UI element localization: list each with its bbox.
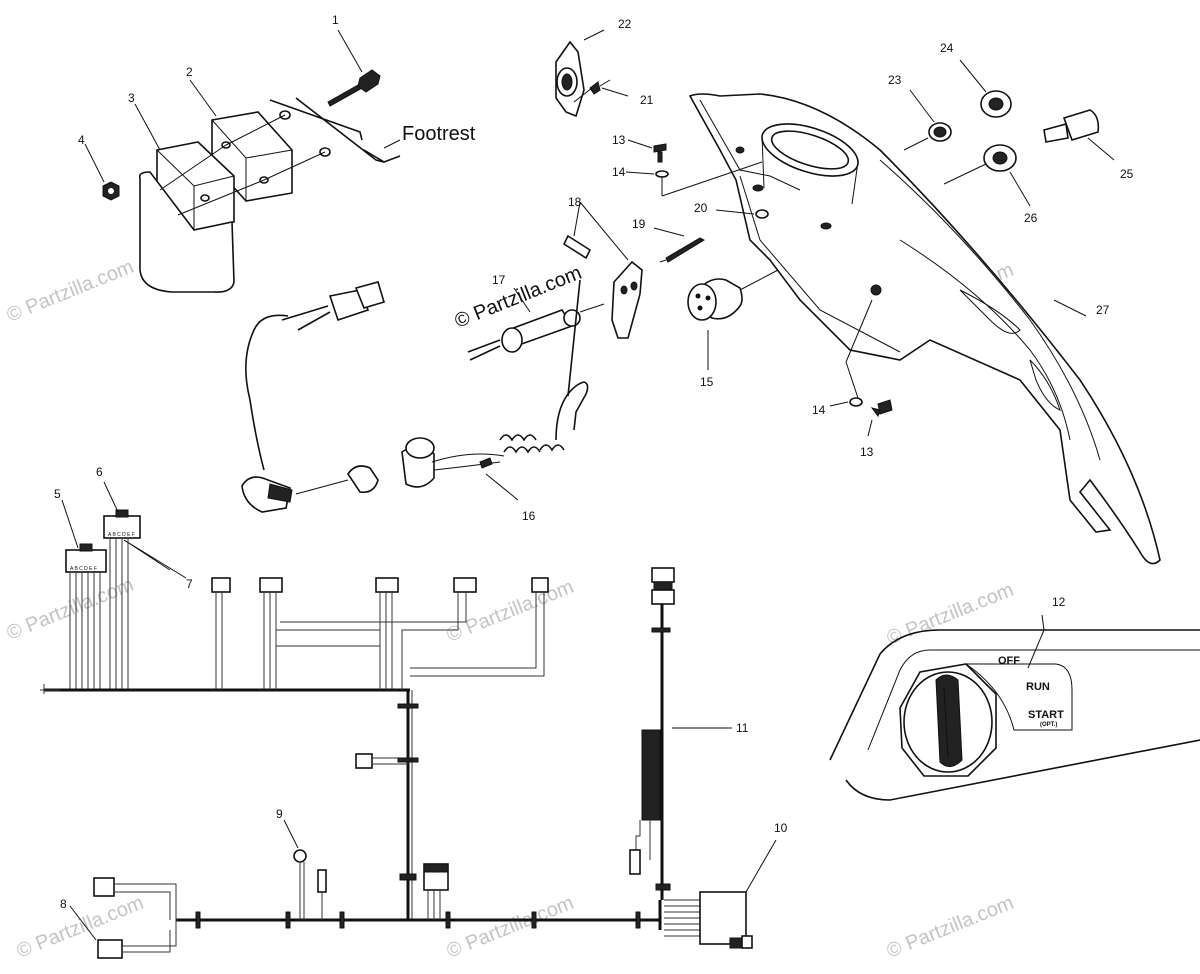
- callout-20: 20: [694, 201, 708, 215]
- callout-15: 15: [700, 375, 714, 389]
- callout-27: 27: [1096, 303, 1110, 317]
- callout-1: 1: [332, 13, 339, 27]
- callout-14-lower: 14: [812, 403, 826, 417]
- callout-19: 19: [632, 217, 646, 231]
- watermark: © Partzilla.com: [444, 892, 577, 963]
- callout-21: 21: [640, 93, 654, 107]
- footrest-assembly: [84, 29, 401, 293]
- callout-5: 5: [54, 487, 61, 501]
- callout-14-upper: 14: [612, 165, 626, 179]
- callout-6: 6: [96, 465, 103, 479]
- callout-16: 16: [522, 509, 536, 523]
- callout-11: 11: [736, 721, 749, 735]
- callout-10: 10: [774, 821, 788, 835]
- callout-3: 3: [128, 91, 135, 105]
- tether-clip: [562, 201, 643, 339]
- callout-4: 4: [78, 133, 85, 147]
- nut-26: [943, 144, 1031, 207]
- key-switch: [687, 269, 779, 370]
- callout-22: 22: [618, 17, 632, 31]
- watermark: © Partzilla.com: [884, 892, 1017, 963]
- watermarks-faint: © Partzilla.com © Partzilla.com © Partzi…: [4, 256, 1017, 963]
- switch-label-off: OFF: [998, 655, 1020, 667]
- screw-washer-lower: [829, 299, 893, 437]
- callout-24: 24: [940, 41, 954, 55]
- switch-detail: [829, 614, 1200, 801]
- footrest-label: Footrest: [402, 123, 476, 145]
- bracket-assembly: [555, 29, 629, 118]
- washer-20: [755, 209, 769, 219]
- connector-6-letters: A B C D E F: [108, 532, 135, 538]
- switch-plunger: [467, 287, 605, 361]
- callout-2: 2: [186, 65, 193, 79]
- callout-26: 26: [1024, 211, 1038, 225]
- callout-7: 7: [186, 577, 193, 591]
- watermark: © Partzilla.com: [4, 256, 137, 327]
- kill-switch-lanyard: [241, 279, 589, 513]
- switch-label-opt: (OPT.): [1040, 722, 1057, 728]
- wiring-harness: [40, 481, 777, 959]
- callout-9: 9: [276, 807, 283, 821]
- console-housing: [688, 93, 1161, 565]
- callout-18: 18: [568, 195, 582, 209]
- callout-8: 8: [60, 897, 67, 911]
- nut-23: [903, 89, 952, 151]
- lanyard-cord: [653, 227, 706, 263]
- callout-12: 12: [1052, 595, 1066, 609]
- screw-washer-upper: [625, 139, 763, 197]
- callout-13-lower: 13: [860, 445, 874, 459]
- key: [1043, 109, 1115, 161]
- watermark: © Partzilla.com: [884, 579, 1017, 650]
- callout-13-upper: 13: [612, 133, 626, 147]
- callout-25: 25: [1120, 167, 1134, 181]
- nut-24: [959, 59, 1012, 118]
- switch-label-start: START: [1028, 709, 1064, 721]
- callout-23: 23: [888, 73, 902, 87]
- leader-20: [715, 209, 755, 215]
- switch-label-run: RUN: [1026, 681, 1050, 693]
- callout-17: 17: [492, 273, 506, 287]
- connector-5-letters: A B C D E F: [70, 566, 97, 572]
